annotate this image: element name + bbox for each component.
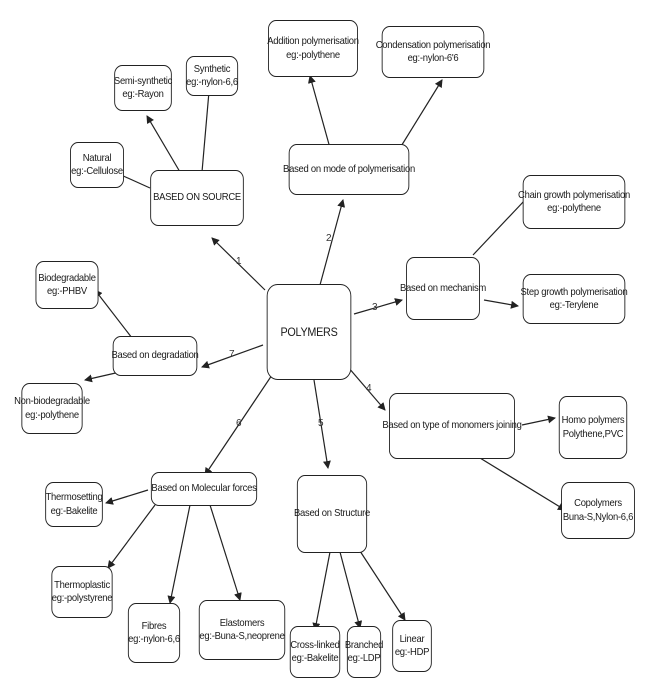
node-mode-of-polymerisation: Based on mode of polymerisation bbox=[283, 144, 415, 195]
leaf-example: eg:-Buna-S,neoprene bbox=[199, 630, 285, 642]
leaf-cross-linked: Cross-linked eg:-Bakelite bbox=[289, 626, 341, 678]
leaf-semi-synthetic: Semi-synthetic eg:-Rayon bbox=[114, 65, 172, 111]
leaf-homo-polymers: Homo polymers Polythene,PVC bbox=[558, 396, 628, 459]
leaf-example: Polythene,PVC bbox=[562, 427, 624, 440]
edge-label-5: 5 bbox=[318, 418, 324, 429]
node-label: Based on Structure bbox=[293, 507, 371, 520]
leaf-title: Fibres bbox=[141, 619, 167, 632]
center-label: POLYMERS bbox=[280, 324, 338, 339]
edge-label-1: 1 bbox=[236, 256, 242, 267]
leaf-title: Synthetic bbox=[193, 62, 231, 75]
leaf-non-biodegradable: Non-biodegradable eg:-polythene bbox=[14, 383, 90, 434]
node-label: Based on degradation bbox=[111, 349, 199, 362]
leaf-title: Addition polymerisation bbox=[267, 35, 359, 48]
edge-label-2: 2 bbox=[326, 233, 332, 244]
leaf-synthetic: Synthetic eg:-nylon-6,6 bbox=[185, 56, 238, 96]
leaf-thermosetting: Thermosetting eg:-Bakelite bbox=[45, 482, 103, 527]
edge-to-forces bbox=[204, 374, 273, 476]
leaf-example: eg:-PHBV bbox=[47, 285, 87, 297]
leaf-addition-polymerisation: Addition polymerisation eg:-polythene bbox=[267, 20, 359, 77]
leaf-title: Biodegradable bbox=[38, 271, 96, 284]
leaf-example: eg:-Cellulose bbox=[71, 165, 123, 177]
leaf-title: Chain growth polymerisation bbox=[518, 188, 630, 201]
node-label: BASED ON SOURCE bbox=[153, 191, 241, 204]
leaf-thermoplastic: Thermoplastic eg:-polystyrene bbox=[51, 566, 113, 618]
edge-to-source bbox=[211, 237, 266, 291]
leaf-title: Thermoplastic bbox=[54, 578, 110, 591]
node-label: Based on Molecular forces bbox=[151, 482, 257, 495]
leaf-natural: Natural eg:-Cellulose bbox=[70, 142, 124, 188]
edge-label-6: 6 bbox=[236, 418, 242, 429]
leaf-title: Thermosetting bbox=[45, 491, 103, 504]
leaf-title: Branched bbox=[344, 638, 384, 651]
leaf-title: Elastomers bbox=[219, 616, 265, 629]
leaf-title: Step growth polymerisation bbox=[520, 285, 628, 298]
leaf-example: eg:-LDP bbox=[347, 652, 381, 664]
leaf-example: eg:-polythene bbox=[286, 48, 340, 61]
center-node-polymers: POLYMERS bbox=[266, 284, 352, 380]
leaf-title: Non-biodegradable bbox=[14, 395, 90, 408]
leaf-example: eg:-HDP bbox=[394, 646, 430, 658]
leaf-linear: Linear eg:-HDP bbox=[392, 620, 432, 672]
leaf-title: Linear bbox=[399, 632, 425, 645]
leaf-condensation-polymerisation: Condensation polymerisation eg:-nylon-6'… bbox=[376, 26, 491, 78]
leaf-example: eg:-polythene bbox=[25, 408, 79, 421]
node-type-of-monomers: Based on type of monomers joining bbox=[382, 393, 522, 459]
leaf-chain-growth: Chain growth polymerisation eg:-polythen… bbox=[518, 175, 630, 229]
leaf-step-growth: Step growth polymerisation eg:-Terylene bbox=[520, 274, 628, 324]
leaf-copolymers: Copolymers Buna-S,Nylon-6,6 bbox=[561, 482, 635, 539]
leaf-title: Semi-synthetic bbox=[113, 74, 173, 87]
leaf-example: eg:-nylon-6,6 bbox=[186, 76, 238, 88]
leaf-biodegradable: Biodegradable eg:-PHBV bbox=[35, 261, 99, 309]
node-based-on-mechanism: Based on mechanism bbox=[400, 257, 486, 320]
leaf-title: Copolymers bbox=[574, 497, 622, 510]
leaf-fibres: Fibres eg:-nylon-6,6 bbox=[127, 603, 180, 663]
edge-to-mode bbox=[319, 199, 346, 286]
leaf-title: Condensation polymerisation bbox=[375, 38, 491, 51]
leaf-example: eg:-Bakelite bbox=[50, 504, 98, 517]
edge-to-structure bbox=[313, 379, 331, 469]
leaf-example: Buna-S,Nylon-6,6 bbox=[562, 510, 634, 523]
node-based-on-source: BASED ON SOURCE bbox=[150, 170, 244, 226]
leaf-example: eg:-Bakelite bbox=[291, 652, 339, 664]
leaf-example: eg:-nylon-6'6 bbox=[407, 52, 459, 64]
edge-to-mechanism bbox=[353, 298, 403, 315]
node-molecular-forces: Based on Molecular forces bbox=[150, 472, 258, 506]
edge-to-degradation bbox=[201, 344, 264, 369]
leaf-title: Homo polymers bbox=[561, 414, 625, 427]
node-label: Based on type of monomers joining bbox=[382, 419, 522, 432]
leaf-example: eg:-Terylene bbox=[549, 299, 599, 311]
node-based-on-degradation: Based on degradation bbox=[111, 336, 199, 376]
edge-label-4: 4 bbox=[366, 383, 372, 394]
leaf-example: eg:-polythene bbox=[547, 202, 601, 214]
node-based-on-structure: Based on Structure bbox=[293, 475, 371, 553]
leaf-title: Cross-linked bbox=[290, 638, 340, 651]
leaf-title: Natural bbox=[82, 151, 112, 164]
leaf-example: eg:-polystyrene bbox=[51, 592, 113, 604]
leaf-elastomers: Elastomers eg:-Buna-S,neoprene bbox=[198, 600, 286, 660]
node-label: Based on mechanism bbox=[399, 281, 487, 294]
node-label: Based on mode of polymerisation bbox=[283, 162, 415, 175]
edge-label-3: 3 bbox=[372, 302, 378, 313]
leaf-example: eg:-nylon-6,6 bbox=[128, 633, 180, 645]
leaf-branched: Branched eg:-LDP bbox=[344, 626, 384, 678]
edge-label-7: 7 bbox=[229, 349, 235, 360]
leaf-example: eg:-Rayon bbox=[122, 88, 164, 100]
